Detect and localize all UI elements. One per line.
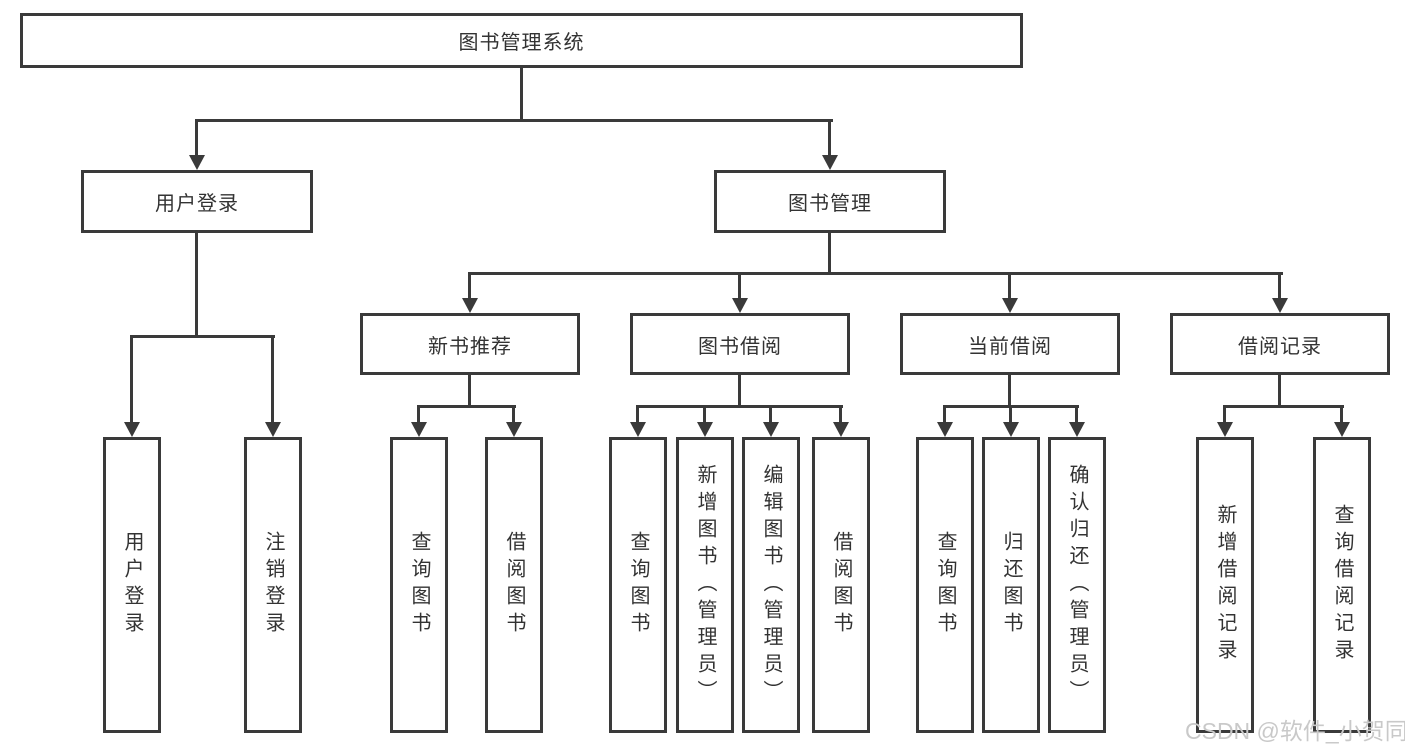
connector-drop [1009, 405, 1012, 422]
connector-split-new-book [417, 405, 516, 408]
csdn-watermark: CSDN @软件_小贺同学 [1185, 718, 1405, 744]
connector-drop-login-leaf [130, 335, 133, 422]
connector-l3-stem-4 [1278, 375, 1281, 406]
arrow-down-icon [822, 155, 838, 170]
arrow-down-icon [189, 155, 205, 170]
arrow-down-icon [732, 298, 748, 313]
connector-split-borrow-records [1223, 405, 1344, 408]
connector-drop [1340, 405, 1343, 422]
arrow-down-icon [506, 422, 522, 437]
connector-split-book-borrow [636, 405, 843, 408]
arrow-down-icon [124, 422, 140, 437]
leaf-borrow-books-recommend: 借阅图书 [485, 437, 543, 733]
connector-drop [703, 405, 706, 422]
connector-drop [769, 405, 772, 422]
node-current-borrow: 当前借阅 [900, 313, 1120, 375]
node-new-book-recommend: 新书推荐 [360, 313, 580, 375]
leaf-return-books: 归还图书 [982, 437, 1040, 733]
connector-bookmgmt-stem [828, 233, 831, 274]
node-user-login: 用户登录 [81, 170, 313, 233]
connector-drop-book-mgmt [828, 119, 831, 156]
leaf-query-books-current: 查询图书 [916, 437, 974, 733]
arrow-down-icon [697, 422, 713, 437]
connector-root-stem [520, 67, 523, 120]
leaf-query-books-borrow: 查询图书 [609, 437, 667, 733]
arrow-down-icon [1334, 422, 1350, 437]
connector-drop [1075, 405, 1078, 422]
connector-drop [636, 405, 639, 422]
connector-bookmgmt-split [468, 272, 1283, 275]
leaf-logout: 注销登录 [244, 437, 302, 733]
arrow-down-icon [1069, 422, 1085, 437]
node-borrow-records: 借阅记录 [1170, 313, 1390, 375]
arrow-down-icon [1002, 298, 1018, 313]
connector-drop [839, 405, 842, 422]
connector-l3-stem-1 [468, 375, 471, 406]
leaf-edit-books-admin: 编辑图书（管理员） [742, 437, 800, 733]
connector-root-split [196, 119, 833, 122]
connector-drop [512, 405, 515, 422]
arrow-down-icon [1217, 422, 1233, 437]
connector-drop [1223, 405, 1226, 422]
connector-userlogin-split [130, 335, 275, 338]
leaf-query-borrow-record: 查询借阅记录 [1313, 437, 1371, 733]
arrow-down-icon [1272, 298, 1288, 313]
arrow-down-icon [763, 422, 779, 437]
arrow-down-icon [937, 422, 953, 437]
node-root: 图书管理系统 [20, 13, 1023, 68]
connector-drop-borrow-records [1278, 272, 1281, 299]
connector-userlogin-stem [195, 233, 198, 336]
arrow-down-icon [265, 422, 281, 437]
connector-drop [943, 405, 946, 422]
leaf-query-books-recommend: 查询图书 [390, 437, 448, 733]
arrow-down-icon [630, 422, 646, 437]
arrow-down-icon [411, 422, 427, 437]
arrow-down-icon [833, 422, 849, 437]
connector-drop-user-login [195, 119, 198, 156]
connector-drop-current-borrow [1008, 272, 1011, 299]
connector-drop [417, 405, 420, 422]
connector-l3-stem-3 [1008, 375, 1011, 406]
arrow-down-icon [1003, 422, 1019, 437]
leaf-add-borrow-record: 新增借阅记录 [1196, 437, 1254, 733]
node-book-management: 图书管理 [714, 170, 946, 233]
node-book-borrow: 图书借阅 [630, 313, 850, 375]
connector-drop-new-book [468, 272, 471, 299]
leaf-borrow-books: 借阅图书 [812, 437, 870, 733]
leaf-confirm-return-admin: 确认归还（管理员） [1048, 437, 1106, 733]
leaf-user-login: 用户登录 [103, 437, 161, 733]
connector-drop-logout-leaf [271, 335, 274, 422]
arrow-down-icon [462, 298, 478, 313]
leaf-add-books-admin: 新增图书（管理员） [676, 437, 734, 733]
connector-l3-stem-2 [738, 375, 741, 406]
connector-drop-book-borrow [738, 272, 741, 299]
